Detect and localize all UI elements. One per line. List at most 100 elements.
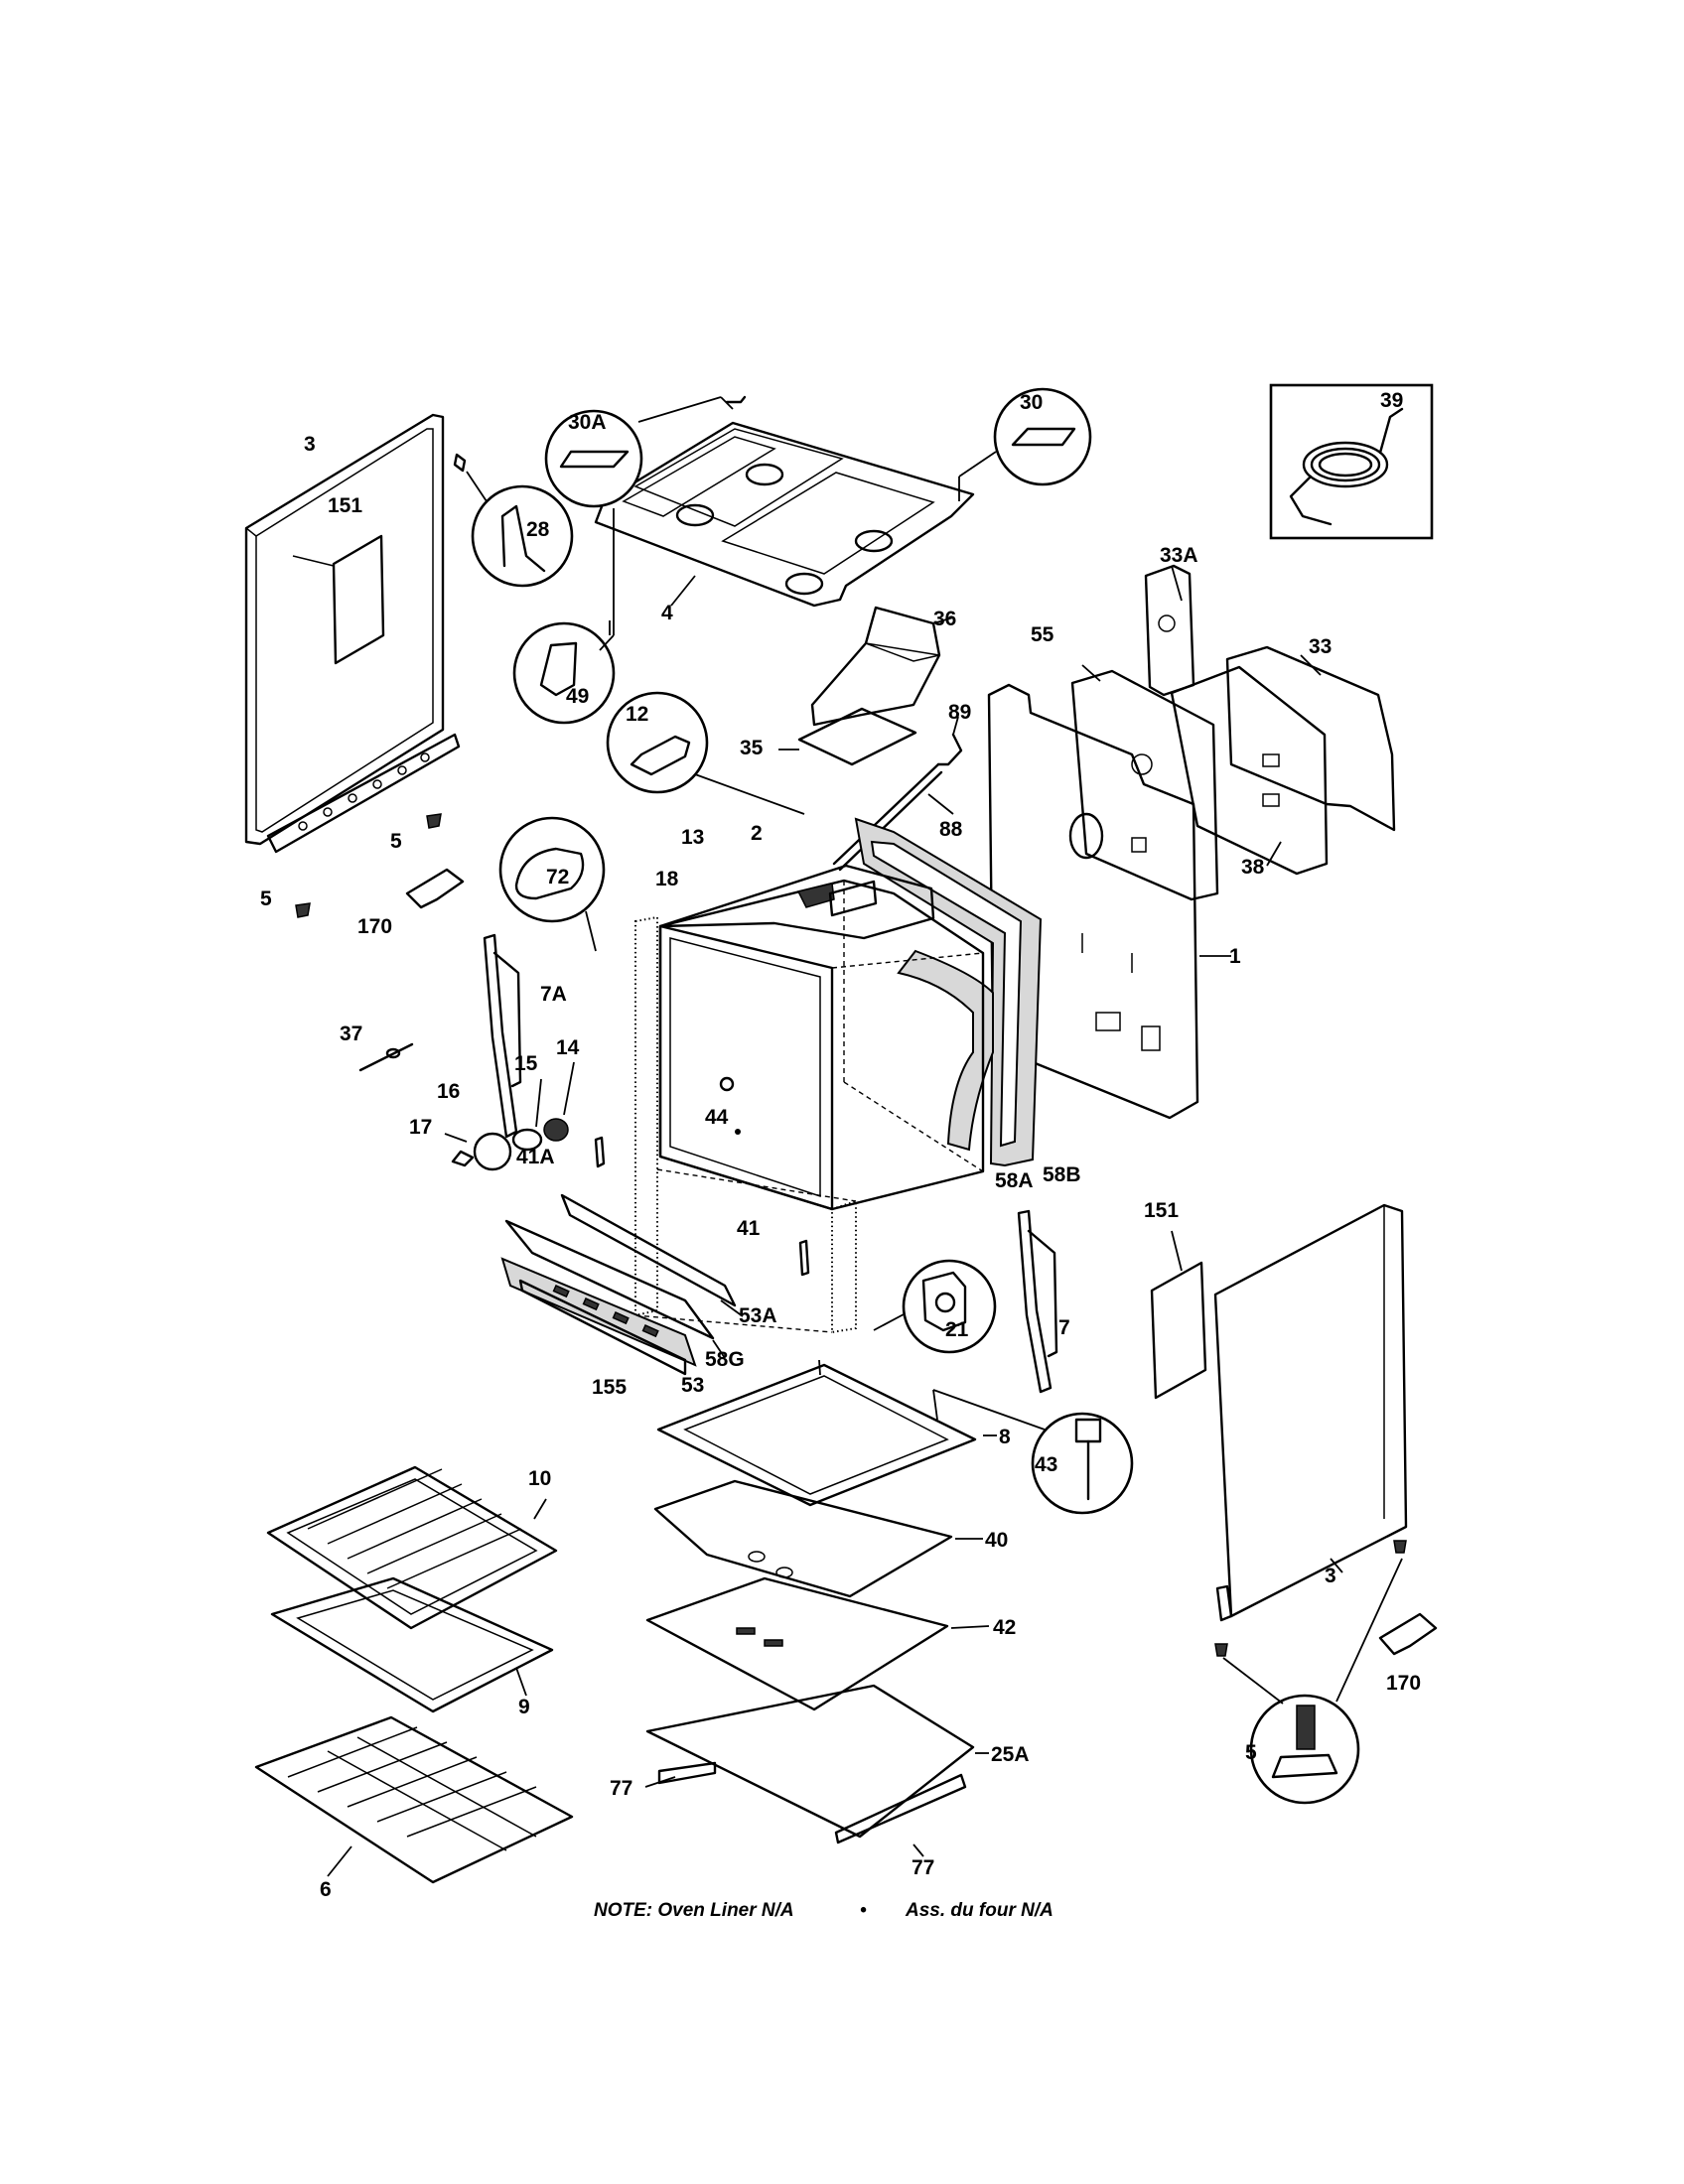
label-41: 41 [737,1217,761,1240]
bracket-170-bottom [1378,1612,1438,1656]
label-6: 6 [320,1878,332,1901]
left-side-panel [244,413,461,854]
wire-harness-88-89 [832,716,963,872]
screw-43-callout [932,1389,1134,1515]
label-42: 42 [993,1616,1016,1639]
footnote: NOTE: Oven Liner N/A • Ass. du four N/A [594,1900,1053,1921]
label-53: 53 [681,1374,704,1397]
label-25a: 25A [991,1743,1030,1766]
label-14: 14 [556,1036,580,1059]
label-17: 17 [409,1116,432,1139]
label-5-b: 5 [260,887,272,910]
bracket-30a-callout [544,395,747,651]
label-58g: 58G [705,1348,745,1371]
label-3-bottom: 3 [1325,1565,1336,1587]
label-151-top: 151 [328,494,362,517]
label-37: 37 [340,1023,362,1045]
label-30a: 30A [568,411,607,434]
label-12: 12 [626,703,648,726]
lower-vent-assembly [500,1193,744,1376]
screw-5-left [295,813,442,918]
label-170-top: 170 [357,915,392,938]
label-77-a: 77 [610,1777,632,1800]
oven-cavity [634,864,985,1334]
label-28: 28 [526,518,550,541]
leveler-5-callout [1214,1540,1407,1805]
clip-21-callout [873,1259,997,1354]
label-44: 44 [705,1106,729,1129]
label-16: 16 [437,1080,460,1103]
label-155: 155 [592,1376,627,1399]
label-1: 1 [1229,945,1241,968]
label-43: 43 [1035,1453,1057,1476]
note-english: NOTE: Oven Liner N/A [594,1900,794,1921]
label-2: 2 [751,822,763,845]
insulation-blanket [854,817,1043,1167]
cooktop [594,421,975,635]
label-40: 40 [985,1529,1008,1552]
plate-40 [653,1479,983,1598]
label-18: 18 [655,868,679,890]
plate-42 [645,1576,990,1711]
broiler-pan-9 [270,1576,554,1713]
probe-37 [358,1042,414,1072]
label-170-bottom: 170 [1386,1672,1421,1695]
bulb-72-callout [498,816,606,952]
label-38: 38 [1241,856,1265,879]
rear-panels [1070,564,1396,901]
bracket-41 [798,1239,810,1277]
vent-duct-36 [810,606,954,727]
label-4: 4 [661,602,673,624]
label-72: 72 [546,866,569,888]
label-5-a: 5 [390,830,402,853]
bracket-41a [594,1136,606,1168]
bracket-35 [778,707,917,766]
label-33a: 33A [1160,544,1198,567]
label-36: 36 [933,608,956,630]
label-55: 55 [1031,623,1054,646]
lamp-assembly [444,1061,575,1171]
note-bullet: • [860,1900,867,1921]
label-35: 35 [740,737,764,759]
part-44 [719,1076,735,1092]
label-13: 13 [681,826,704,849]
label-89: 89 [948,701,971,724]
bracket-30-callout [958,387,1092,501]
label-41a: 41A [516,1146,555,1168]
power-cord-box [1269,383,1434,540]
bracket-151-bottom [1150,1230,1207,1400]
label-77-b: 77 [912,1856,934,1879]
clip-28-callout [453,453,574,588]
hinge-7 [1017,1209,1058,1394]
label-7: 7 [1058,1316,1070,1339]
label-39: 39 [1380,389,1403,412]
label-49: 49 [566,685,589,708]
label-58a: 58A [995,1169,1034,1192]
label-3-top: 3 [304,433,316,456]
label-88: 88 [939,818,963,841]
label-53a: 53A [739,1304,777,1327]
label-151-bottom: 151 [1144,1199,1179,1222]
label-8: 8 [999,1426,1011,1448]
label-58b: 58B [1043,1163,1081,1186]
label-33: 33 [1309,635,1332,658]
label-30: 30 [1020,391,1043,414]
label-15: 15 [514,1052,538,1075]
oven-rack-6 [254,1715,574,1884]
label-21: 21 [945,1318,969,1341]
broiler-pan-10 [266,1465,558,1630]
bracket-170-top [405,868,465,909]
clip-49-callout [512,621,616,725]
frame-8 [656,1359,997,1507]
label-10: 10 [528,1467,551,1490]
label-9: 9 [518,1696,530,1718]
drawer-25a [644,1684,989,1857]
hinge-7a [483,933,522,1139]
label-5-bottom: 5 [1245,1741,1257,1764]
right-side-panel [1213,1203,1408,1622]
switch-12-callout [606,691,805,815]
label-7a: 7A [540,983,567,1006]
part-labels: 3 151 28 49 30A 4 30 39 33A 33 55 36 89 … [260,389,1421,1901]
note-french: Ass. du four N/A [905,1900,1053,1921]
